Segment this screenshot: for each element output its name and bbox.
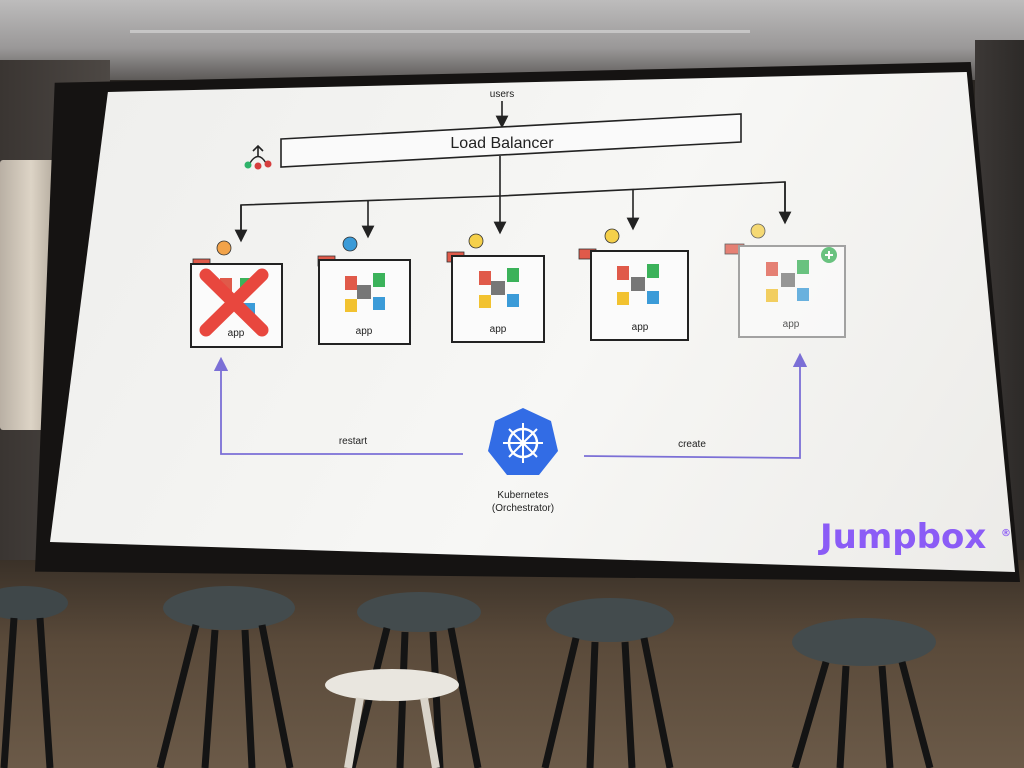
load-balancer-box [280,113,742,168]
app-box-2: app [317,236,411,345]
restart-arrow [213,356,463,455]
restart-label: restart [339,436,368,447]
worried-face-icon [342,236,358,252]
app-box-4: app [578,228,689,341]
small-table [325,669,459,768]
stool-5 [791,618,936,768]
app-label-5: app [783,319,800,330]
ceiling [0,0,1024,80]
orchestrator-subtitle: (Orchestrator) [492,503,554,514]
stool-4 [541,598,674,768]
app-box-new: app [724,223,846,338]
app-label-3: app [490,324,507,335]
app-label-4: app [632,322,649,333]
app-box-3: app [446,233,545,343]
orchestrator-name: Kubernetes [497,490,548,501]
app-box-failed: app [190,240,283,348]
happy-face-icon [750,223,766,239]
registered-mark: ® [1001,528,1011,539]
stool-1 [0,586,68,768]
users-label: users [490,89,514,100]
angry-face-icon [216,240,232,256]
stool-2 [156,586,295,768]
app-label-1: app [228,328,245,339]
happy-face-icon [604,228,620,244]
load-balancer-label: Load Balancer [450,135,554,152]
happy-face-icon [468,233,484,249]
ceiling-light [130,30,750,33]
create-label: create [678,439,706,450]
load-balancer-icon [244,144,272,170]
failure-x-icon [199,268,269,337]
create-arrow [583,352,808,459]
kubernetes-logo-icon [488,408,558,475]
app-label-2: app [356,326,373,337]
jumpbox-logo: Jumpbox [818,517,986,557]
distribution-bus [240,181,786,232]
